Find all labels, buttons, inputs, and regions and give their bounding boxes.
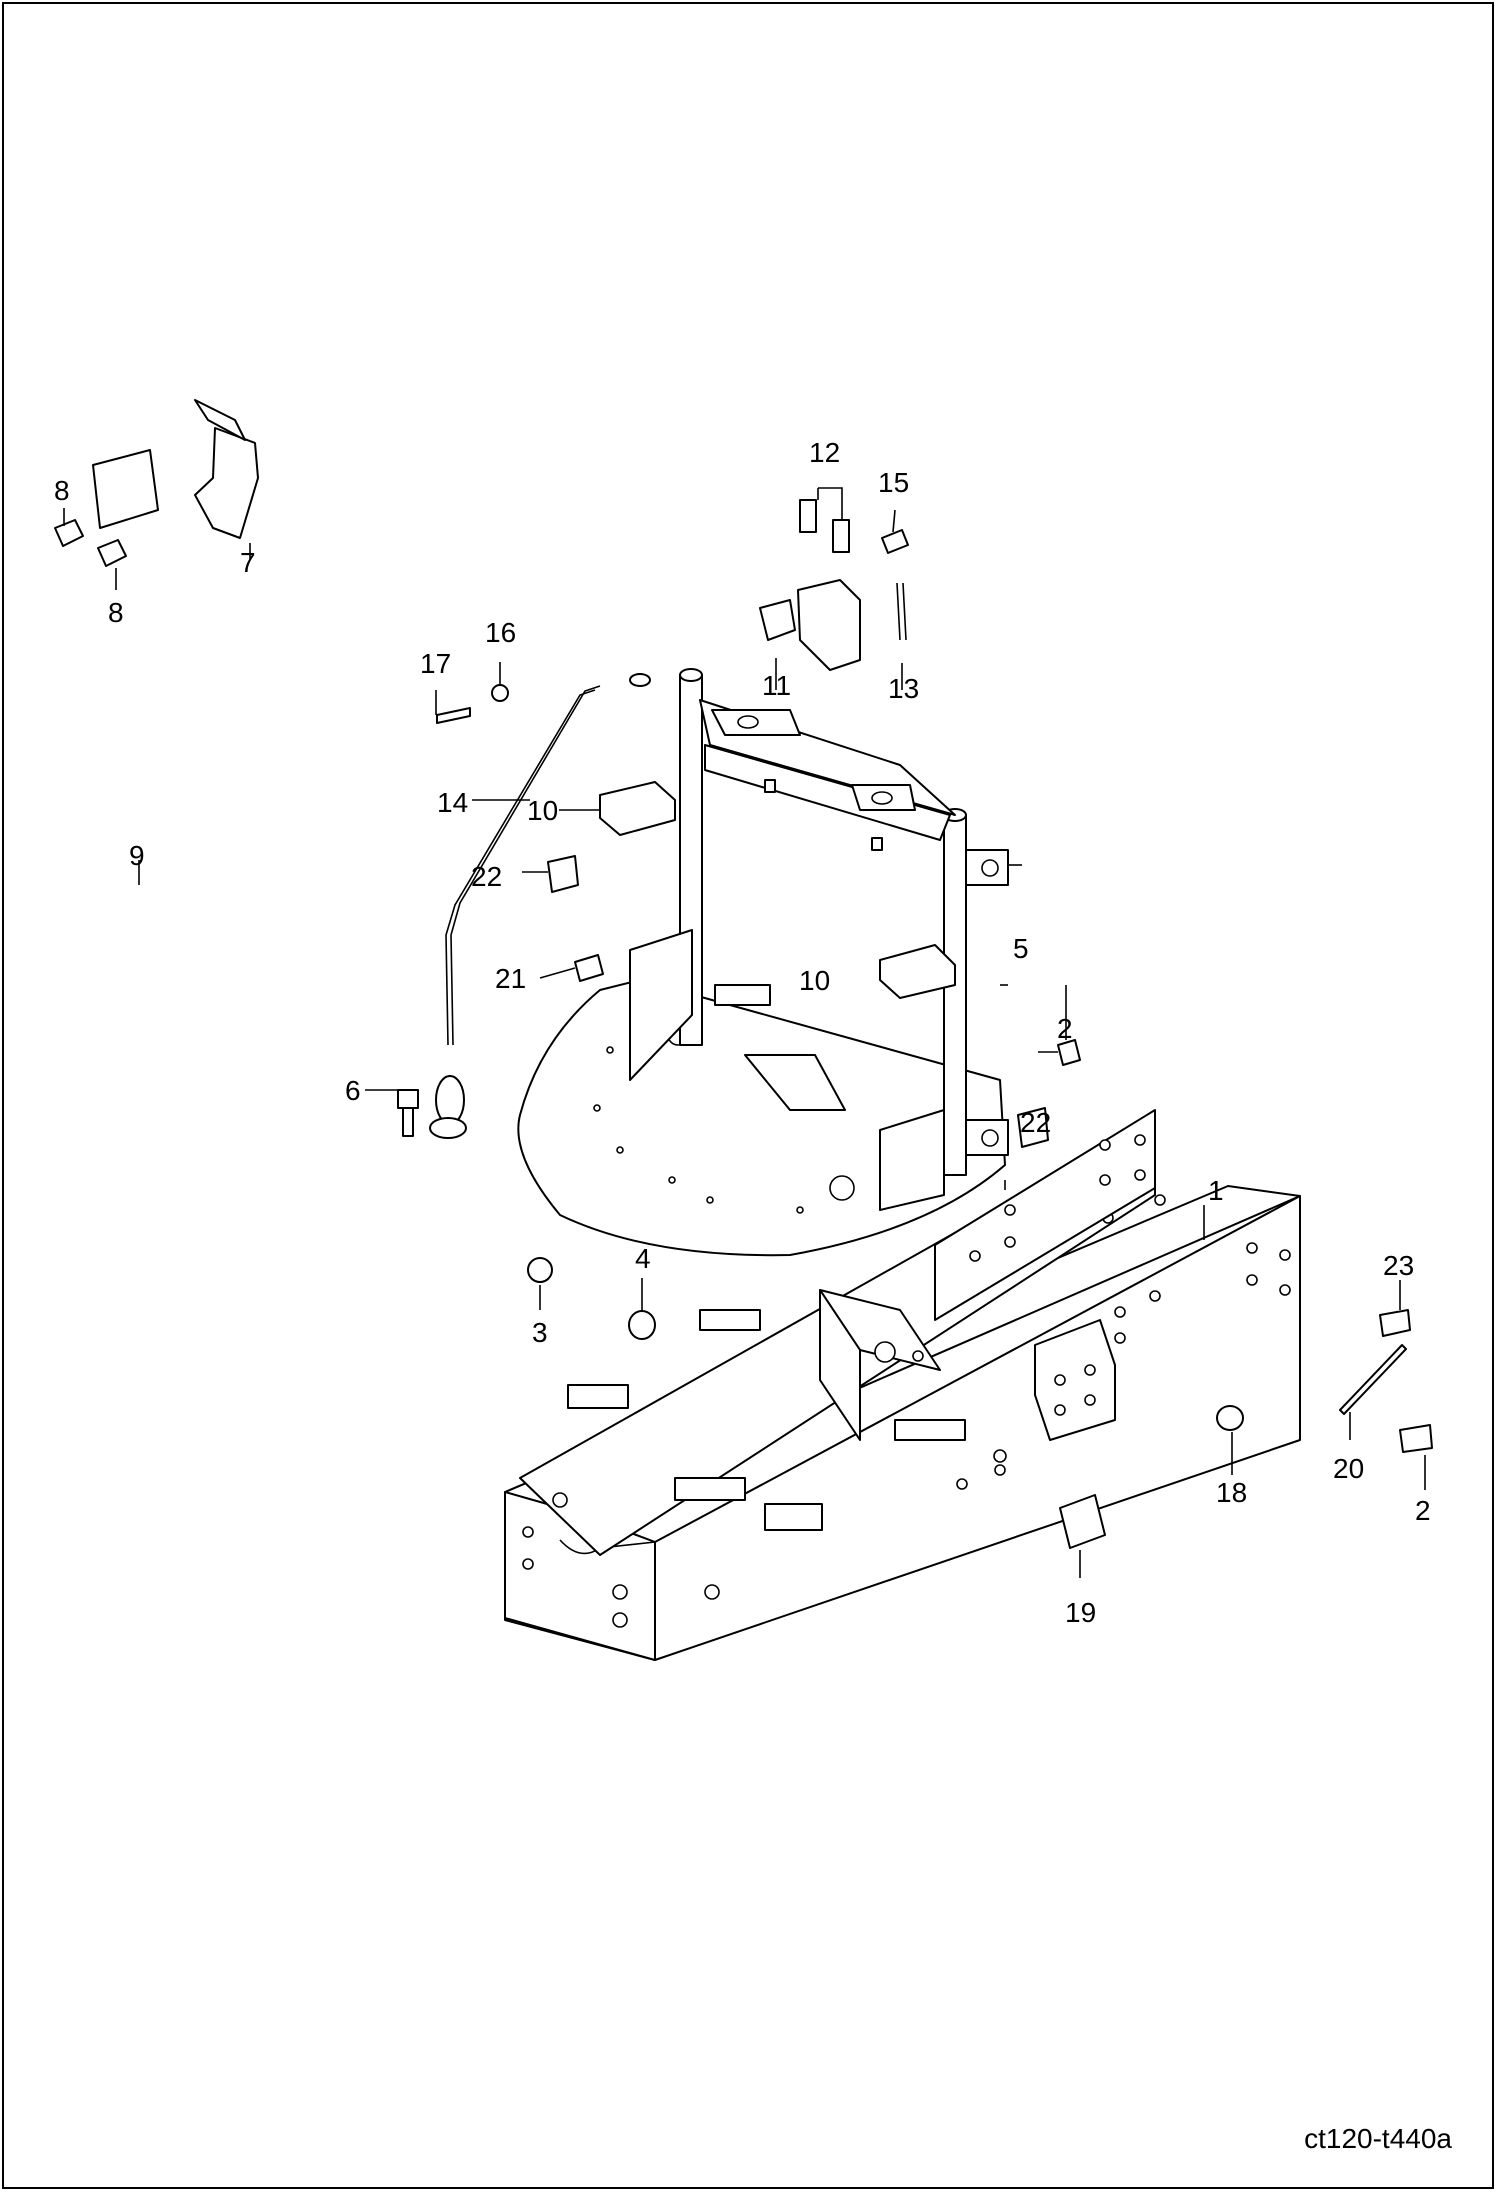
callout-2b: 2 (1415, 1495, 1431, 1526)
callout-1: 1 (1208, 1175, 1224, 1206)
callout-12: 12 (809, 437, 840, 468)
callout-8: 8 (54, 475, 70, 506)
callouts: 1 2 2 3 4 5 6 7 8 8 9 10 10 11 12 13 14 … (54, 437, 1431, 1628)
callout-22: 22 (471, 861, 502, 892)
callout-16: 16 (485, 617, 516, 648)
callout-21: 21 (495, 963, 526, 994)
bracket-part-7 (194, 427, 259, 539)
callout-9: 9 (129, 840, 145, 871)
decal-part-9 (92, 449, 159, 529)
callout-6: 6 (345, 1075, 361, 1106)
callout-22b: 22 (1020, 1107, 1051, 1138)
callout-2: 2 (1057, 1013, 1073, 1044)
callout-23: 23 (1383, 1250, 1414, 1281)
callout-3: 3 (532, 1317, 548, 1348)
callout-11: 11 (762, 670, 791, 701)
drawing-code: ct120-t440a (1304, 2123, 1452, 2154)
callout-19: 19 (1065, 1597, 1096, 1628)
small-parts (54, 399, 1433, 1549)
callout-10b: 10 (799, 965, 830, 996)
callout-8b: 8 (108, 597, 124, 628)
callout-13: 13 (888, 673, 919, 704)
main-frame-part (504, 1109, 1301, 1661)
seat-support-frame-part (629, 668, 1009, 1211)
callout-20: 20 (1333, 1453, 1364, 1484)
callout-18: 18 (1216, 1477, 1247, 1508)
leader-lines (63, 487, 1426, 1578)
callout-17: 17 (420, 648, 451, 679)
callout-5: 5 (1013, 933, 1029, 964)
callout-10: 10 (527, 795, 558, 826)
callout-15: 15 (878, 467, 909, 498)
callout-14: 14 (437, 787, 468, 818)
callout-7: 7 (240, 547, 256, 578)
callout-4: 4 (635, 1243, 651, 1274)
